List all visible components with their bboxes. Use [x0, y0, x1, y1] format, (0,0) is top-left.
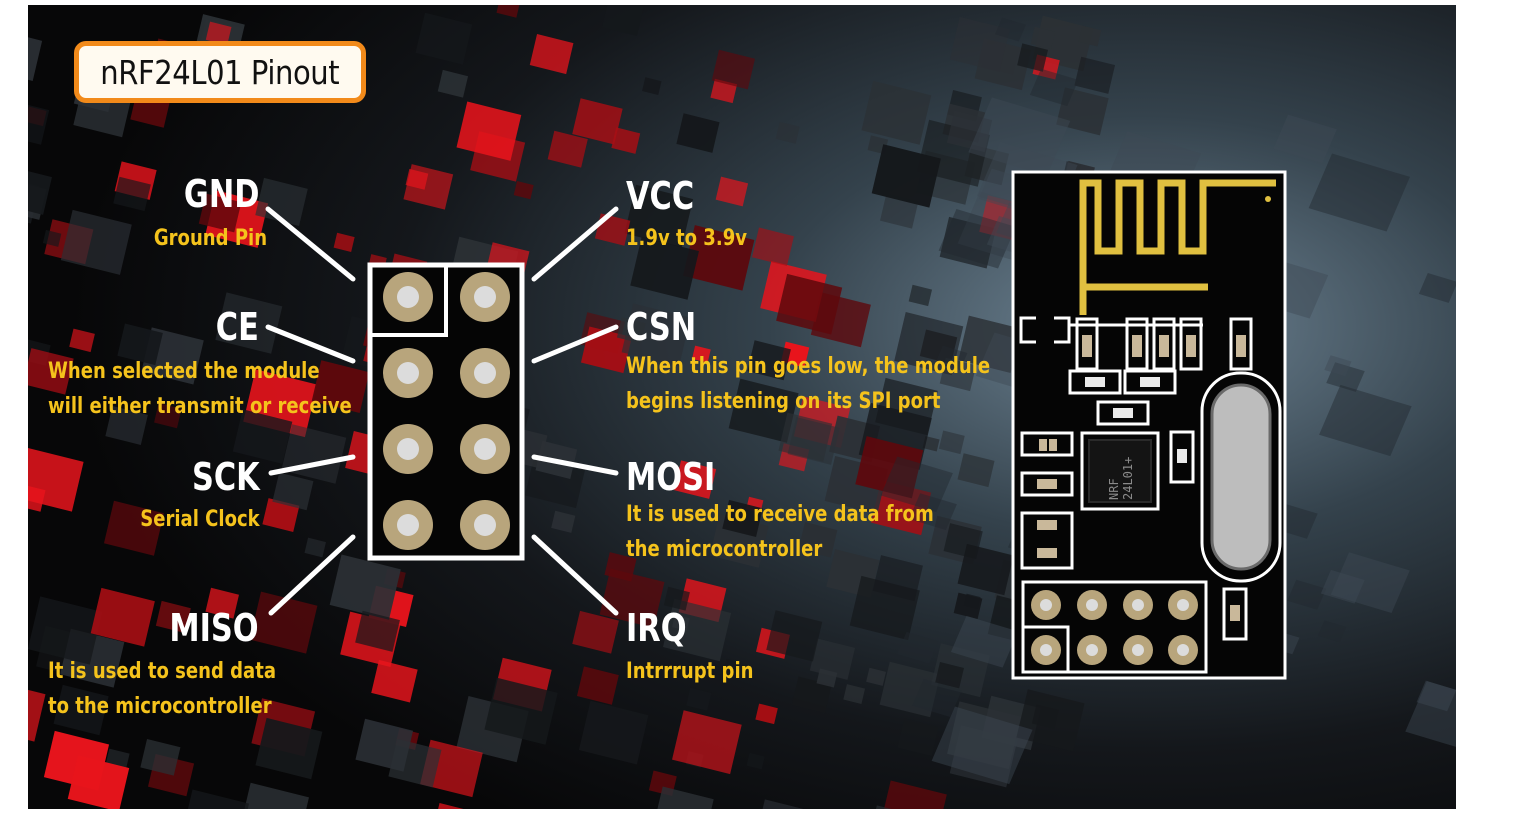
crystal-body [1212, 385, 1270, 569]
module-pad-2-hole [1086, 599, 1098, 611]
module-pad-3-hole [1132, 599, 1144, 611]
module-pad-1-hole [1040, 599, 1052, 611]
module-pad-7-hole [1132, 644, 1144, 656]
leader-line-sck [271, 457, 353, 473]
pin-pad-csn-hole [474, 362, 496, 384]
fiducial-dot [1265, 196, 1271, 202]
pin-pad-mosi-hole [474, 438, 496, 460]
pin-pad-gnd-hole [397, 286, 419, 308]
pin-pad-vcc-hole [474, 286, 496, 308]
diagram-canvas: nRF24L01 Pinout GND Ground Pin CE When s… [28, 5, 1456, 809]
nrf24l01-module: NRF 24L01+ [1013, 172, 1285, 678]
pin-pad-miso-hole [397, 514, 419, 536]
leader-line-vcc [534, 209, 616, 279]
leader-line-mosi [534, 457, 616, 473]
chip-marking-2: 24L01+ [1121, 457, 1135, 500]
module-pad-8-hole [1177, 644, 1189, 656]
module-pad-5-hole [1040, 644, 1052, 656]
pin-pad-irq-hole [474, 514, 496, 536]
chip-marking-1: NRF [1107, 478, 1121, 500]
diagram-overlay: NRF 24L01+ [28, 5, 1456, 809]
leader-line-irq [534, 537, 616, 613]
module-pad-4-hole [1177, 599, 1189, 611]
pin-pad-sck-hole [397, 438, 419, 460]
leader-line-miso [271, 537, 353, 613]
leader-line-ce [268, 327, 353, 361]
leader-line-gnd [268, 209, 353, 279]
pin-header [370, 265, 522, 558]
leader-line-csn [534, 327, 616, 361]
pin-pad-ce-hole [397, 362, 419, 384]
module-pad-6-hole [1086, 644, 1098, 656]
